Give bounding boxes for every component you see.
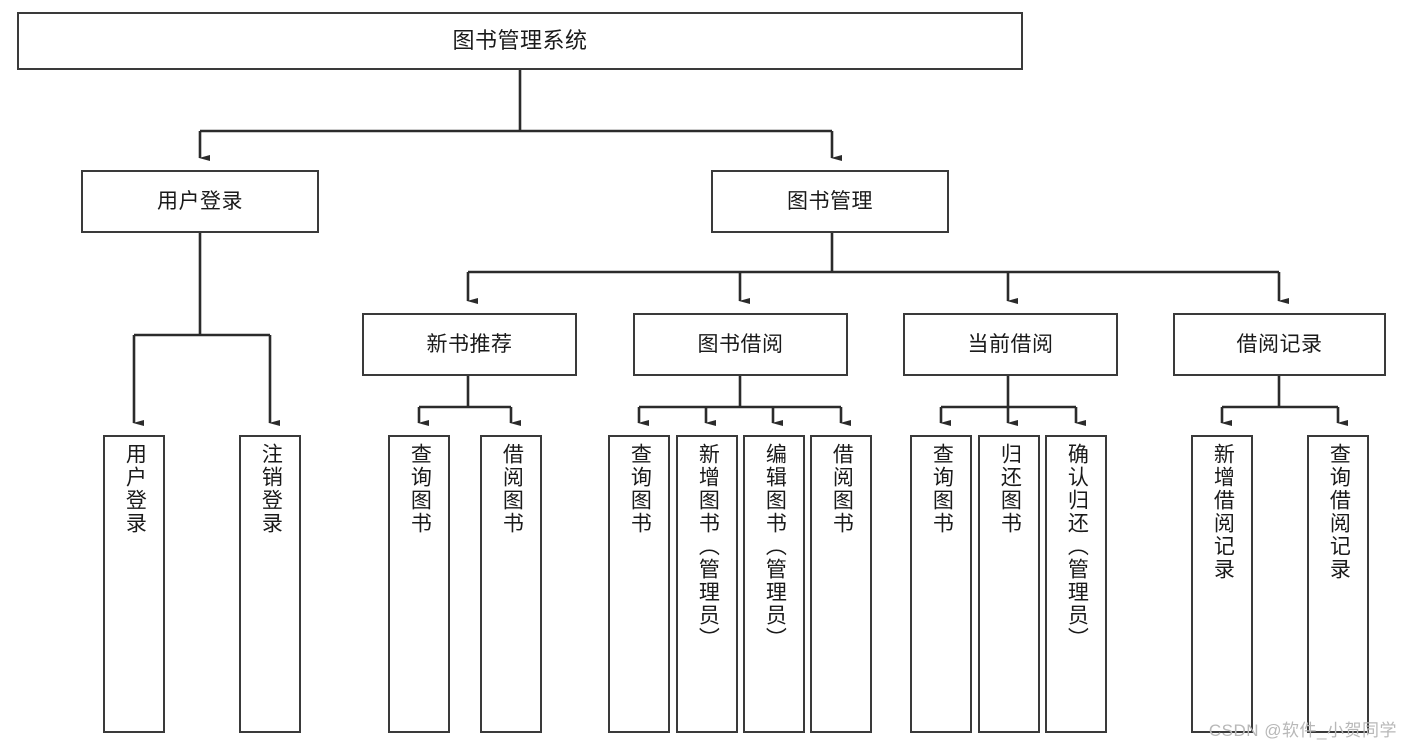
node-new-book-recommendation-label: 新书推荐 bbox=[426, 332, 513, 356]
node-current-borrowing-label: 当前借阅 bbox=[967, 332, 1054, 356]
watermark: CSDN @软件_小贺同学 bbox=[1208, 721, 1397, 740]
node-new-book-recommendation[interactable]: 新书推荐 bbox=[362, 313, 577, 376]
node-leaf-add-book[interactable]: 新增图书（管理员） bbox=[676, 435, 738, 733]
node-leaf-query-record-label: 查询借阅记录 bbox=[1327, 443, 1351, 581]
node-leaf-confirm-return-label: 确认归还（管理员） bbox=[1065, 443, 1089, 650]
node-book-management[interactable]: 图书管理 bbox=[711, 170, 949, 233]
node-leaf-edit-book[interactable]: 编辑图书（管理员） bbox=[743, 435, 805, 733]
node-leaf-user-login-label: 用户登录 bbox=[123, 443, 147, 535]
node-current-borrowing[interactable]: 当前借阅 bbox=[903, 313, 1118, 376]
node-book-borrowing-label: 图书借阅 bbox=[697, 332, 784, 356]
node-leaf-return-book[interactable]: 归还图书 bbox=[978, 435, 1040, 733]
node-leaf-query-book-2[interactable]: 查询图书 bbox=[608, 435, 670, 733]
node-leaf-confirm-return[interactable]: 确认归还（管理员） bbox=[1045, 435, 1107, 733]
node-leaf-query-book-2-label: 查询图书 bbox=[628, 443, 652, 535]
node-leaf-borrow-book-1-label: 借阅图书 bbox=[500, 443, 524, 535]
node-leaf-borrow-book-2[interactable]: 借阅图书 bbox=[810, 435, 872, 733]
node-leaf-logout-label: 注销登录 bbox=[259, 443, 283, 535]
node-leaf-borrow-book-1[interactable]: 借阅图书 bbox=[480, 435, 542, 733]
node-leaf-add-book-label: 新增图书（管理员） bbox=[696, 443, 720, 650]
node-root[interactable]: 图书管理系统 bbox=[17, 12, 1023, 70]
node-leaf-query-record[interactable]: 查询借阅记录 bbox=[1307, 435, 1369, 733]
node-leaf-add-record-label: 新增借阅记录 bbox=[1211, 443, 1235, 581]
node-borrowing-record[interactable]: 借阅记录 bbox=[1173, 313, 1386, 376]
node-user-login-label: 用户登录 bbox=[157, 189, 243, 213]
node-borrowing-record-label: 借阅记录 bbox=[1236, 332, 1323, 356]
node-leaf-edit-book-label: 编辑图书（管理员） bbox=[763, 443, 787, 650]
node-leaf-query-book-1-label: 查询图书 bbox=[408, 443, 432, 535]
node-leaf-borrow-book-2-label: 借阅图书 bbox=[830, 443, 854, 535]
node-leaf-user-login[interactable]: 用户登录 bbox=[103, 435, 165, 733]
node-leaf-query-book-1[interactable]: 查询图书 bbox=[388, 435, 450, 733]
node-book-management-label: 图书管理 bbox=[787, 189, 873, 213]
node-leaf-logout[interactable]: 注销登录 bbox=[239, 435, 301, 733]
node-leaf-return-book-label: 归还图书 bbox=[998, 443, 1022, 535]
node-book-borrowing[interactable]: 图书借阅 bbox=[633, 313, 848, 376]
node-leaf-add-record[interactable]: 新增借阅记录 bbox=[1191, 435, 1253, 733]
node-root-label: 图书管理系统 bbox=[452, 27, 588, 53]
node-user-login[interactable]: 用户登录 bbox=[81, 170, 319, 233]
node-leaf-query-book-3-label: 查询图书 bbox=[930, 443, 954, 535]
node-leaf-query-book-3[interactable]: 查询图书 bbox=[910, 435, 972, 733]
